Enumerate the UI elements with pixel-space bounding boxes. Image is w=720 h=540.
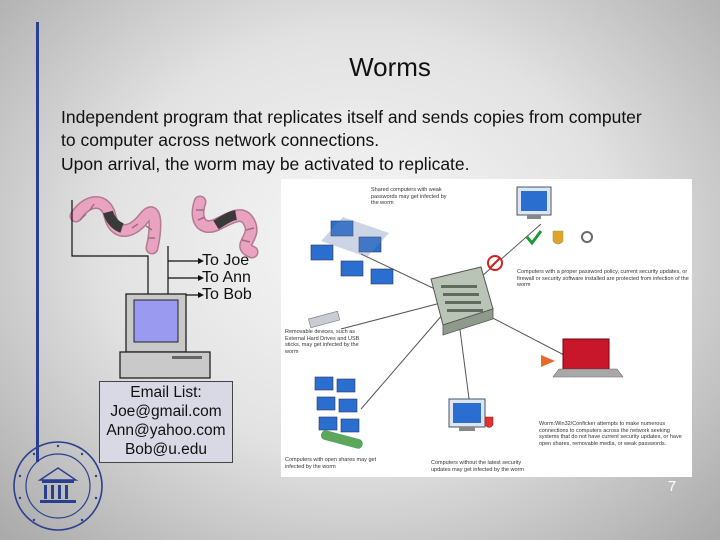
caption-worm-desc: Worm:Win32/Conficker attempts to make nu… (539, 421, 682, 447)
body-line-1: Independent program that replicates itse… (61, 107, 642, 150)
worm-spread-diagram: Shared computers with weak passwords may… (281, 179, 692, 477)
recipient-joe: To Joe (202, 252, 250, 269)
slide-title: Worms (349, 52, 431, 82)
email-list-box: Email List: Joe@gmail.com Ann@yahoo.com … (99, 381, 233, 463)
caption-shared: Shared computers with weak passwords may… (371, 187, 447, 206)
caption-strong-password: Computers with a proper password policy,… (517, 269, 689, 288)
diagram-graphics (308, 186, 624, 449)
accent-line (36, 22, 39, 462)
slide-body: Independent program that replicates itse… (61, 106, 661, 177)
caption-open-shares: Computers with open shares may get infec… (285, 457, 377, 470)
email-list-title: Email List: (130, 384, 202, 401)
email-entry-joe: Joe@gmail.com (110, 403, 222, 420)
page-number: 7 (667, 478, 677, 495)
university-seal-logo (13, 441, 103, 531)
email-entry-bob: Bob@u.edu (124, 441, 208, 458)
recipient-ann: To Ann (202, 269, 251, 286)
worm-left-image (69, 196, 162, 255)
body-line-2: Upon arrival, the worm may be activated … (61, 154, 470, 174)
caption-no-updates: Computers without the latest security up… (431, 460, 524, 473)
recipient-bob: To Bob (202, 286, 252, 303)
worm-right-image (191, 195, 259, 259)
caption-removable: Removable devices, such as External Hard… (285, 329, 360, 355)
recipient-list: To Joe To Ann To Bob (202, 252, 252, 303)
email-entry-ann: Ann@yahoo.com (106, 422, 226, 439)
computer-icon (119, 293, 211, 379)
